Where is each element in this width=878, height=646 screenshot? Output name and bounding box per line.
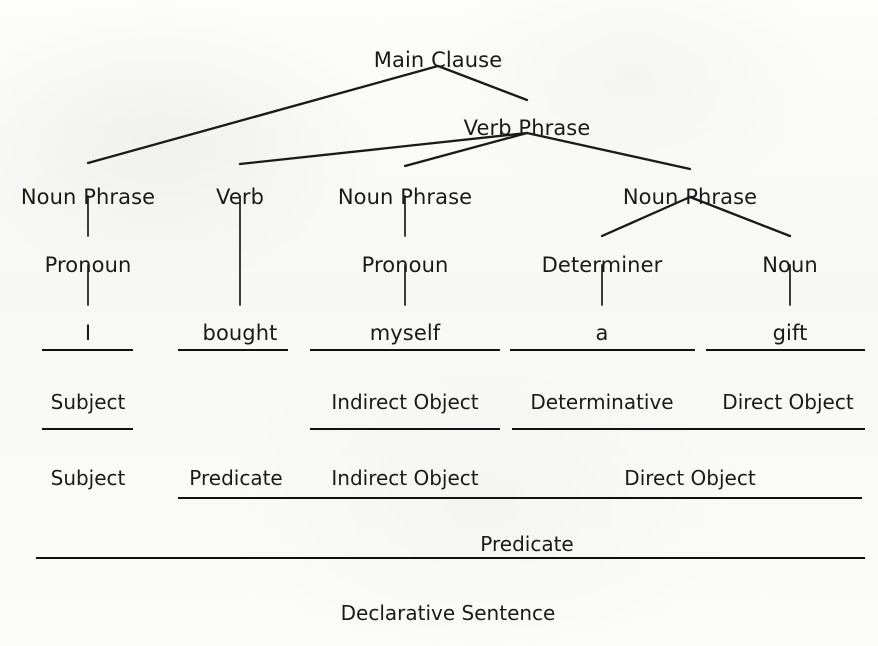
tree-node-verb-phrase: Verb Phrase: [463, 116, 591, 140]
tree-node-determiner: Determiner: [541, 253, 663, 277]
edge-vp-verb: [238, 131, 529, 166]
label-b1-direct-object: Direct Object: [722, 390, 854, 414]
label-b1-indirect-object: Indirect Object: [331, 390, 479, 414]
rule-b2-indirect-object: [310, 428, 500, 430]
tree-node-np-indirect: Noun Phrase: [337, 185, 473, 209]
label-b2-subject: Subject: [50, 466, 126, 490]
label-b2-indirect-object: Indirect Object: [331, 466, 479, 490]
rule-b1-direct-object: [706, 349, 865, 351]
rule-b1-indirect-object: [310, 349, 500, 351]
edge-vp-npd: [525, 131, 692, 171]
rule-b1-determinative: [510, 349, 695, 351]
edge-vp-npi: [403, 131, 529, 168]
rule-b4-declarative-sentence: [36, 557, 865, 559]
rule-b3-predicate: [178, 497, 862, 499]
tree-node-verb: Verb: [215, 185, 265, 209]
lexical-word-myself: myself: [369, 321, 441, 345]
tree-node-np-direct: Noun Phrase: [622, 185, 758, 209]
tree-node-main-clause: Main Clause: [373, 48, 503, 72]
edge-mc-vp: [436, 64, 529, 102]
label-b2-predicate: Predicate: [189, 466, 283, 490]
label-b1-determinative: Determinative: [530, 390, 674, 414]
edge-npd-noun: [688, 195, 792, 238]
rule-b2-direct-object: [512, 428, 865, 430]
tree-node-noun: Noun: [762, 253, 818, 277]
edge-mc-np: [86, 64, 440, 165]
tree-node-np-subject: Noun Phrase: [20, 185, 156, 209]
tree-node-pronoun-subj: Pronoun: [44, 253, 132, 277]
lexical-word-gift: gift: [772, 321, 808, 345]
lexical-word-a: a: [595, 321, 609, 345]
label-b2-direct-object: Direct Object: [624, 466, 756, 490]
label-b1-subject: Subject: [50, 390, 126, 414]
tree-node-pronoun-indir: Pronoun: [361, 253, 449, 277]
rule-b2-subject: [42, 428, 133, 430]
lexical-word-bought: bought: [202, 321, 278, 345]
edge-npd-det: [600, 195, 692, 238]
label-b3-predicate: Predicate: [480, 532, 574, 556]
rule-b1-subject: [42, 349, 133, 351]
lexical-word-i: I: [84, 321, 92, 345]
label-b4-declarative-sentence: Declarative Sentence: [340, 601, 556, 625]
rule-b1-blank-predicate: [178, 349, 288, 351]
